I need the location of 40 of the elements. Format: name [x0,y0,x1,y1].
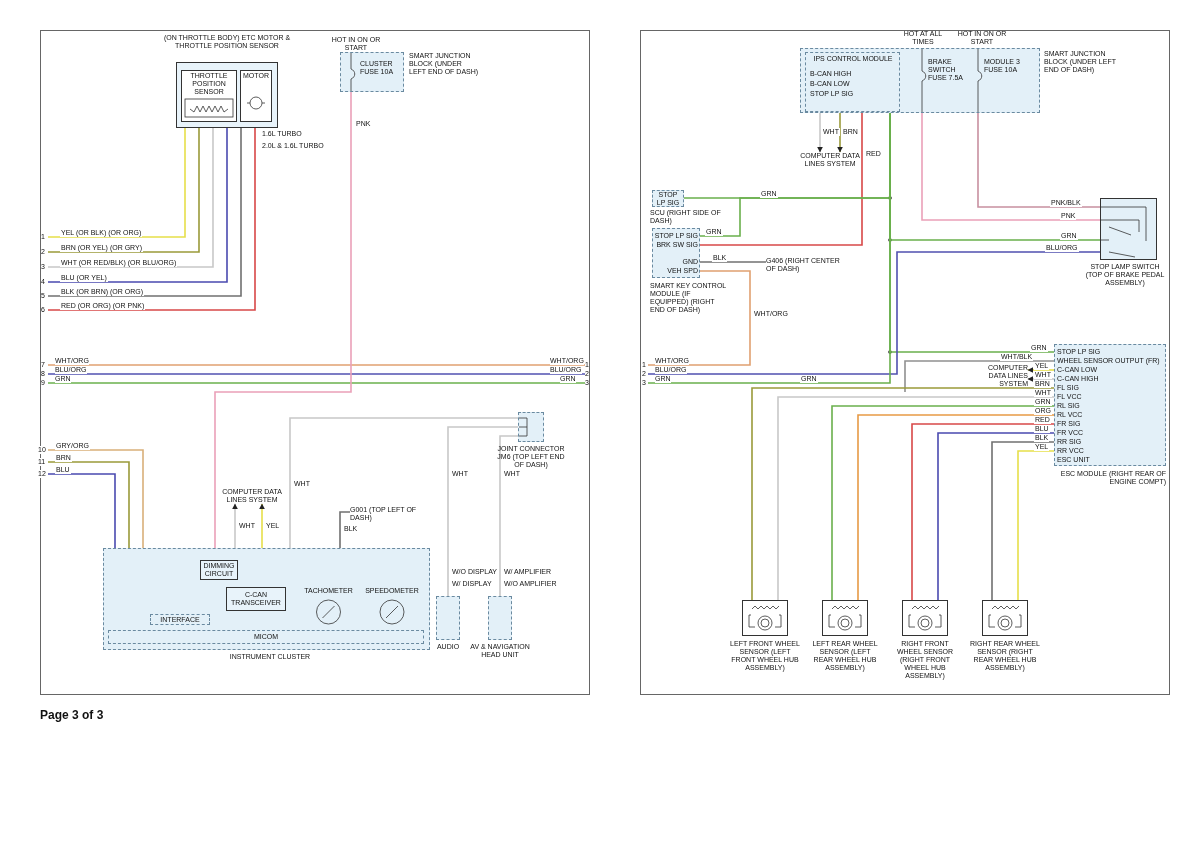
wire [447,426,519,597]
junction-block [340,52,404,92]
wire [647,270,751,366]
sensor-box [181,70,237,122]
wire [1027,376,1055,382]
wire [831,405,1055,601]
module-box [805,52,900,112]
wire [921,112,1101,221]
module-box [1054,344,1166,466]
wire [47,127,200,253]
wire [1017,450,1055,601]
wire [214,91,352,549]
wire [937,432,1055,601]
wire [699,261,767,263]
wire [857,414,1055,601]
wire [47,449,144,549]
wire [47,473,116,549]
wire [47,461,130,549]
wire [339,511,351,549]
wire [259,503,265,549]
wire [47,127,214,268]
circuit-box [108,630,424,644]
wire [817,111,823,153]
wire [647,251,1101,375]
wire [837,111,843,153]
wire [977,112,1101,208]
wire [699,111,863,246]
wire [232,503,238,549]
wire [289,417,519,549]
module-box [652,228,700,278]
wire [904,360,1055,393]
wire [47,127,186,238]
circuit-box [150,614,210,625]
wire [991,441,1055,601]
motor-box [240,70,272,122]
junction-block [800,48,1040,113]
wire [1027,367,1055,373]
page-number: Page 3 of 3 [40,708,104,722]
wire [499,435,519,597]
wire [911,423,1055,601]
